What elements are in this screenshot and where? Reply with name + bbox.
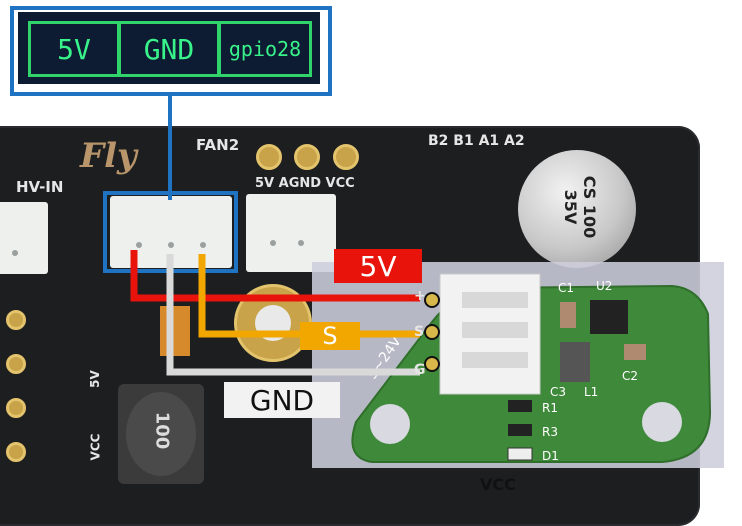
- power-connector[interactable]: [246, 194, 336, 272]
- sensor-r3-label: R3: [542, 425, 558, 439]
- sensor-d1-label: D1: [542, 449, 559, 463]
- sensor-l1-label: L1: [584, 385, 598, 399]
- gnd-label: GND: [224, 382, 340, 418]
- power-pins-label: 5V AGND VCC: [255, 176, 355, 191]
- fan2-pin-1: [136, 242, 142, 248]
- sensor-c1-label: C1: [558, 281, 574, 295]
- sensor-pcb: C1 U2 C2 C3 L1 R1 R3 D1 5~24V: [351, 273, 712, 463]
- callout-connector-line: [168, 96, 172, 200]
- sensor-l1: [560, 342, 590, 382]
- sensor-u2: [590, 300, 628, 334]
- sensor-c2-label: C2: [622, 369, 638, 383]
- pin-label-gnd: GND: [118, 21, 220, 77]
- fan-label: FAN2: [196, 136, 240, 154]
- pad-vcc: [333, 144, 359, 170]
- power-connector-pin-1: [270, 240, 276, 246]
- hv-in-connector[interactable]: [0, 202, 48, 274]
- pin-label-5v: 5V: [28, 21, 120, 77]
- pin-label-gpio28-text: gpio28: [228, 37, 302, 61]
- sensor-connector-slot-2: [462, 322, 528, 338]
- sensor-c1: [560, 302, 576, 328]
- signal-label-text: S: [322, 322, 338, 350]
- wire-vcc: [130, 250, 420, 302]
- sensor-r1-label: R1: [542, 401, 558, 415]
- header-pin-3: [6, 398, 26, 418]
- pin-label-gnd-text: GND: [143, 32, 195, 66]
- sensor-mount-hole-right: [642, 402, 682, 442]
- pad-5v: [256, 144, 282, 170]
- vcc-label-text: 5V: [359, 249, 397, 283]
- pinout-panel: [18, 12, 320, 84]
- hv-in-label: HV-IN: [16, 178, 64, 196]
- header-pins: [0, 306, 70, 482]
- motor-pins-label: B2 B1 A1 A2: [428, 133, 525, 149]
- vcc-bottom-label: VCC: [480, 475, 516, 494]
- vcc-label: 5V: [334, 249, 422, 283]
- sensor-r3: [508, 424, 532, 436]
- smd-tantalum: [160, 306, 190, 356]
- sensor-pin-signal: [424, 324, 440, 340]
- pin-label-gpio28: gpio28: [218, 21, 312, 77]
- fan2-pin-3: [200, 242, 206, 248]
- sensor-u2-label: U2: [596, 279, 612, 293]
- header-pin-2: [6, 354, 26, 374]
- sensor-pin-mark-plus: +: [414, 288, 426, 304]
- sensor-pin-mark-g: G: [414, 362, 426, 378]
- sensor-c3-label: C3: [550, 385, 566, 399]
- header-pin-1: [6, 310, 26, 330]
- gnd-label-text: GND: [249, 383, 315, 417]
- sensor-mount-hole-left: [370, 404, 410, 444]
- fan2-pin-2: [168, 242, 174, 248]
- sensor-connector-slot-3: [462, 352, 528, 368]
- sensor-pin-mark-s: S: [414, 324, 425, 340]
- inductor-core: [126, 392, 196, 476]
- sensor-d1: [507, 447, 533, 461]
- hv-in-pin: [12, 250, 18, 256]
- board-logo: Fly: [80, 136, 137, 176]
- pin-label-5v-text: 5V: [57, 32, 91, 66]
- power-connector-pin-2: [298, 240, 304, 246]
- wire-gnd: [166, 254, 420, 376]
- sensor-r1: [508, 400, 532, 412]
- sensor-pin-gnd: [424, 356, 440, 372]
- pad-agnd: [294, 144, 320, 170]
- header-pin-4: [6, 442, 26, 462]
- signal-label: S: [300, 322, 360, 350]
- electrolytic-capacitor: [518, 150, 636, 268]
- sensor-connector-slot-1: [462, 292, 528, 308]
- sensor-c2: [624, 344, 646, 360]
- sensor-pin-vcc: [424, 292, 440, 308]
